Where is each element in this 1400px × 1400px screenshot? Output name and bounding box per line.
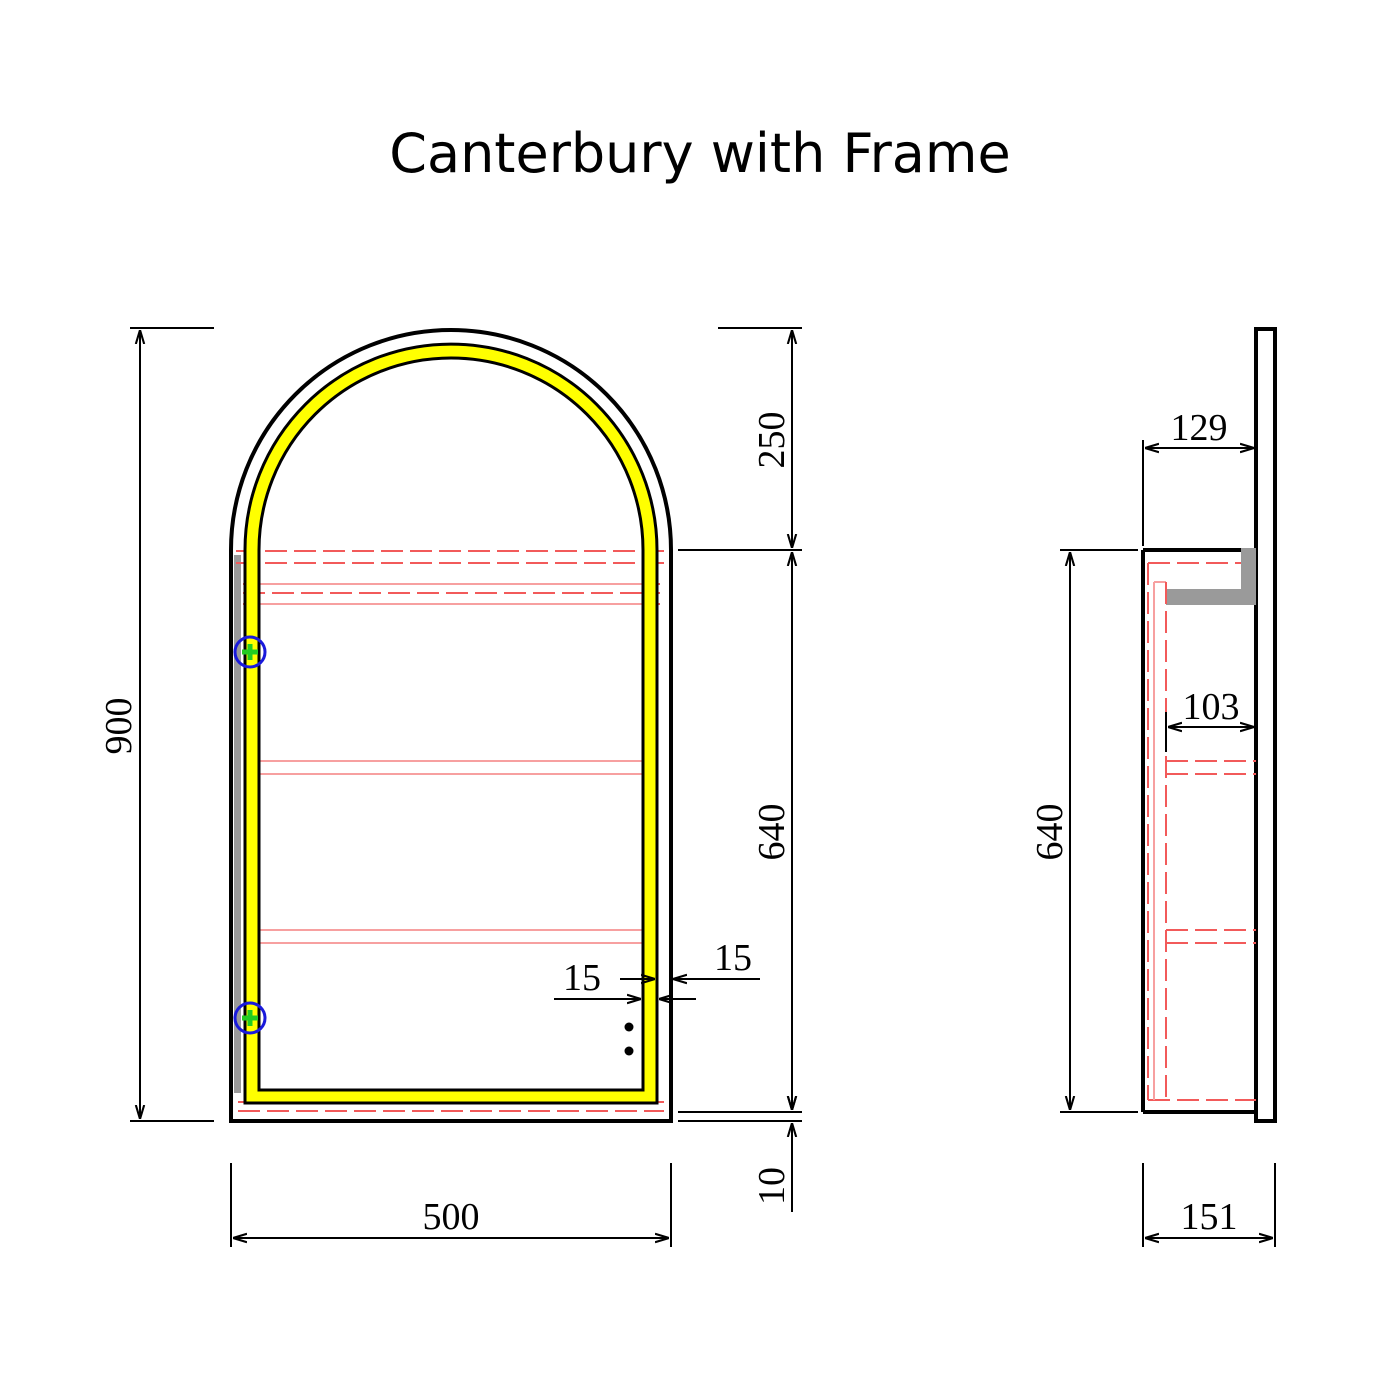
side-view (1141, 327, 1277, 1123)
dim-body-height: 640 (751, 804, 793, 861)
side-dimensions: 640 129 103 151 (1029, 407, 1276, 1247)
side-mount-bracket (1166, 548, 1256, 605)
dim-arch-height: 250 (751, 412, 793, 469)
hinge-bottom (233, 1001, 267, 1035)
dim-side-total-depth: 151 (1181, 1196, 1238, 1238)
left-mount-strip (234, 555, 241, 1093)
sensor-dot-top (624, 1022, 634, 1032)
side-hidden-lines (1147, 562, 1256, 1101)
dim-frame-left: 15 (563, 957, 601, 999)
sensor-dot-bottom (624, 1046, 634, 1056)
hinge-top (233, 635, 267, 669)
dim-width: 500 (423, 1196, 480, 1238)
side-door-panel (1254, 327, 1277, 1123)
cabinet-outline (229, 328, 673, 1123)
drawing-title: Canterbury with Frame (389, 122, 1011, 185)
hidden-shelf-lines (236, 550, 668, 1112)
dim-side-depth-shelf: 103 (1183, 686, 1240, 728)
dim-frame-right: 15 (714, 937, 752, 979)
dim-overall-height: 900 (98, 698, 140, 755)
dim-side-body-height: 640 (1029, 804, 1071, 861)
front-view (229, 328, 673, 1123)
dim-side-depth-top: 129 (1171, 407, 1228, 449)
led-strip (243, 342, 659, 1105)
dim-base-offset: 10 (751, 1167, 793, 1205)
front-dimensions: 900 250 640 10 500 15 15 (98, 327, 802, 1247)
